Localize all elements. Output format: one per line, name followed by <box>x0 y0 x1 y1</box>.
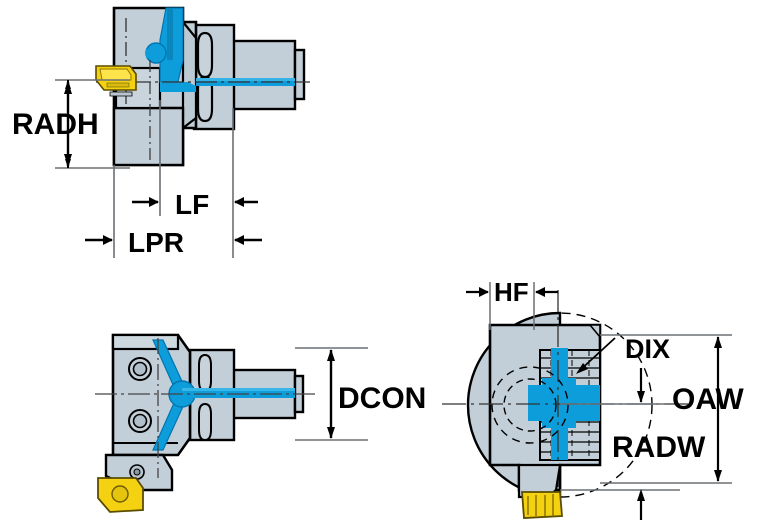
clamp-slot-upper-plan <box>198 353 212 393</box>
dimension-hf: HF <box>466 277 558 330</box>
hf-label: HF <box>494 277 529 307</box>
dimension-oaw: OAW <box>600 334 744 484</box>
oaw-label: OAW <box>672 383 744 416</box>
dimension-radw: RADW <box>560 368 706 520</box>
clamp-slot-upper <box>196 31 214 79</box>
dix-circle-dashed <box>467 312 653 498</box>
top-view-group: RADH LF LPR <box>12 6 310 258</box>
radh-label: RADH <box>12 108 99 141</box>
lpr-label: LPR <box>128 227 184 258</box>
dix-label: DIX <box>625 334 670 364</box>
center-axis-line-plan <box>95 338 315 478</box>
bottom-left-view-group: DCON <box>95 333 426 513</box>
clamp-screws-plan <box>128 357 152 433</box>
insert-arm-front <box>517 463 563 519</box>
carbide-insert-top-view <box>95 65 137 97</box>
dimension-dix: DIX <box>576 334 670 374</box>
dimension-dcon: DCON <box>295 347 426 441</box>
clamp-slot-lower-plan <box>198 402 212 442</box>
coolant-channel <box>145 7 295 92</box>
bottom-right-view-group: HF DIX OAW <box>442 277 744 520</box>
carbide-insert-front <box>521 491 563 519</box>
carbide-insert-plan <box>97 477 144 513</box>
bolt-circles-dashed <box>491 366 569 444</box>
coupling-flange <box>192 23 236 131</box>
radw-label: RADW <box>612 431 706 464</box>
dcon-label: DCON <box>338 382 426 415</box>
lf-label: LF <box>175 189 209 220</box>
coolant-cross-front <box>528 348 600 460</box>
shank-cylinder <box>231 39 306 111</box>
dimension-lf-lpr: LF LPR <box>85 100 262 258</box>
dimension-radh: RADH <box>12 79 130 169</box>
center-coolant-bore <box>196 80 295 86</box>
